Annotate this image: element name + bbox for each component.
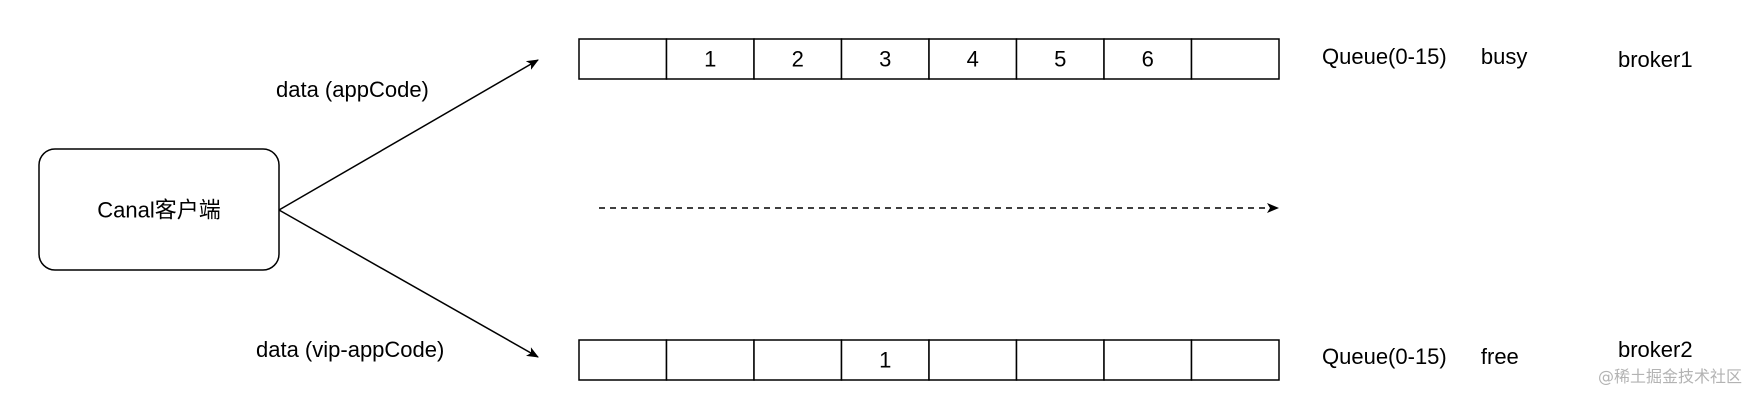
broker1-state: busy	[1481, 44, 1527, 69]
queue-broker2: 1	[578, 339, 1280, 381]
queue-cell	[1103, 38, 1193, 80]
broker1-queue-range: Queue(0-15)	[1322, 44, 1447, 69]
broker2-queue-range: Queue(0-15)	[1322, 344, 1447, 369]
edge-label-vip-appcode: data (vip-appCode)	[256, 337, 444, 362]
queue-cell-label: 4	[967, 47, 979, 72]
queue-cell	[1015, 38, 1105, 80]
queue-cell	[1190, 339, 1280, 381]
canal-client-label: Canal客户端	[97, 198, 220, 223]
broker2-status-text: Queue(0-15) free	[1322, 344, 1519, 369]
broker1-status: Queue(0-15) busy	[1322, 44, 1527, 69]
queue-cell	[578, 38, 668, 80]
queue-cell	[1015, 339, 1105, 381]
edge-client-to-broker2	[278, 209, 539, 358]
queue-cell-label: 5	[1054, 47, 1066, 72]
queue-cell-label: 3	[879, 47, 891, 72]
queue-cell	[928, 339, 1018, 381]
watermark: @稀土掘金技术社区	[1598, 367, 1742, 386]
canal-client-node: Canal客户端	[38, 148, 280, 271]
broker2-status: Queue(0-15) free	[1322, 344, 1519, 369]
broker1-label: broker1	[1618, 47, 1693, 72]
queue-cell	[1190, 38, 1280, 80]
queue-cell-label: 2	[792, 47, 804, 72]
queue-cell-label: 1	[879, 348, 891, 373]
queue-cell	[840, 38, 930, 80]
queue-cell	[840, 339, 930, 381]
queue-cell	[928, 38, 1018, 80]
edge-label-appcode: data (appCode)	[276, 77, 429, 102]
queue-cell-label: 6	[1142, 47, 1154, 72]
queue-cell	[665, 339, 755, 381]
queue-cell	[665, 38, 755, 80]
queue-cell	[753, 339, 843, 381]
edge-client-to-broker1	[278, 59, 539, 211]
queue-cell	[578, 339, 668, 381]
broker1-status-text: Queue(0-15) busy	[1322, 44, 1527, 69]
queue-cell-label: 1	[704, 47, 716, 72]
broker2-state: free	[1481, 344, 1519, 369]
broker2-label: broker2	[1618, 337, 1693, 362]
queue-cell	[1103, 339, 1193, 381]
queue-broker1: 1 2 3 4 5 6	[578, 38, 1280, 80]
